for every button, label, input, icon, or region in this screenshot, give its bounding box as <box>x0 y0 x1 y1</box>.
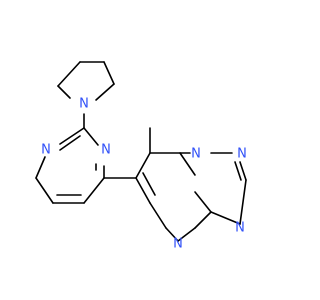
atom-label-n: N <box>41 143 51 158</box>
atom-label-n: N <box>173 237 183 252</box>
bond <box>103 61 115 85</box>
bond <box>59 127 85 145</box>
bond <box>239 179 247 225</box>
bond <box>95 83 115 101</box>
bond <box>59 135 81 151</box>
atom-labels: N N N N N N N <box>41 97 247 252</box>
bond <box>179 152 196 176</box>
atom-label-n: N <box>101 143 111 158</box>
bond <box>239 161 247 181</box>
atom-label-n: N <box>191 147 201 162</box>
bond <box>149 202 167 229</box>
bond <box>135 152 151 179</box>
atom-label-n: N <box>235 221 245 236</box>
bond <box>210 211 241 225</box>
bond <box>135 177 151 204</box>
atom-label-n: N <box>237 147 247 162</box>
bond <box>177 227 196 242</box>
heteroatom-bonds <box>35 83 247 242</box>
bond <box>194 211 212 229</box>
bond <box>165 227 179 242</box>
bond <box>57 85 71 99</box>
bond <box>35 156 46 179</box>
bond <box>83 127 99 146</box>
bond <box>35 177 54 204</box>
bond <box>57 61 81 87</box>
molecule-structure-diagram: N N N N N N N <box>35 61 247 252</box>
bond <box>194 191 212 213</box>
carbon-bonds <box>35 61 241 229</box>
bond <box>142 172 156 196</box>
atom-label-n: N <box>79 97 89 112</box>
bond <box>83 177 105 204</box>
bond <box>234 161 242 181</box>
